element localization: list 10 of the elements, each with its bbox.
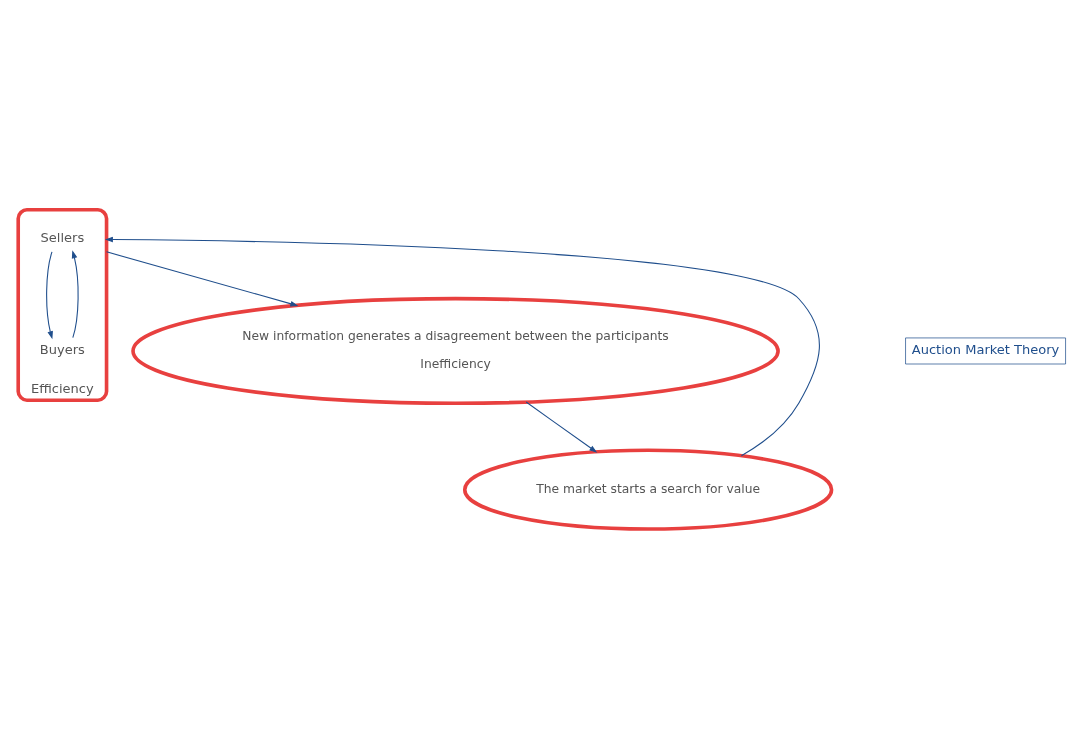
node-box: Auction Market Theory xyxy=(905,337,1066,364)
arrow xyxy=(71,249,79,338)
node-text: Sellers xyxy=(40,229,85,245)
arrow xyxy=(106,250,299,306)
node-ellipse: The market starts a search for value xyxy=(462,448,834,531)
node-text: Buyers xyxy=(39,341,85,357)
node-ellipse: New information generates a disagreement between the participants Inefficiency xyxy=(131,296,780,405)
arrow xyxy=(46,250,53,339)
arrow xyxy=(104,236,820,456)
arrow xyxy=(525,400,598,453)
